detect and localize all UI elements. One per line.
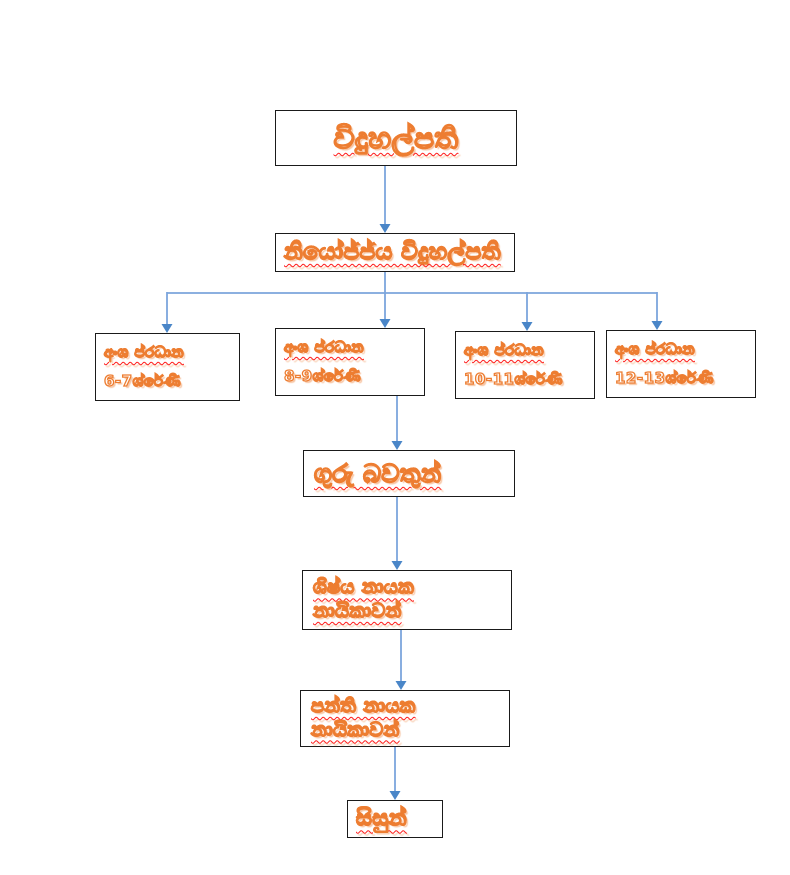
section-head-grades: 6-7ශ්රේණි [103,371,181,391]
section-head-box-grades-10-11[interactable]: අංශ ප්රධාන 10-11ශ්රේණි [455,331,595,399]
principal-label: විදුහල්පති [333,120,459,155]
connector-student-leaders-to-class-leaders[interactable] [395,630,407,690]
students-label: සිසුන් [355,806,408,832]
student-leaders-box[interactable]: ශිෂ්ය නායක නායිකාවන් [302,570,512,630]
deputy-principal-label: නියෝජ්ජ්ය විදුහල්පති [283,238,501,266]
teachers-label: ගුරු බවතුන් [313,458,442,488]
connector-teachers-to-student-leaders[interactable] [391,497,403,570]
section-head-title: අංශ ප්රධාන [103,342,184,362]
section-head-title: අංශ ප්රධාන [283,337,364,357]
deputy-principal-box[interactable]: නියෝජ්ජ්ය විදුහල්පති [275,233,515,272]
connector-class-leaders-to-students[interactable] [389,747,401,800]
connector-section-to-teachers[interactable] [391,396,403,450]
student-leaders-line2: නායිකාවන් [312,599,402,622]
section-head-title: අංශ ප්රධාන [614,339,695,359]
section-head-box-grades-12-13[interactable]: අංශ ප්රධාන 12-13ශ්රේණි [606,330,756,398]
class-leaders-box[interactable]: පන්ති නායක නායිකාවන් [300,690,510,747]
connector-deputy-to-branch[interactable] [379,272,391,328]
students-box[interactable]: සිසුන් [347,800,443,838]
section-head-grades: 10-11ශ්රේණි [463,369,563,389]
connector-branch-to-section-6-7[interactable] [161,292,173,333]
student-leaders-line1: ශිෂ්ය නායක [312,576,414,599]
connector-branch-to-section-12-13[interactable] [651,292,663,330]
teachers-box[interactable]: ගුරු බවතුන් [303,450,515,497]
section-head-grades: 8-9ශ්රේණි [283,366,361,386]
connector-branch-to-section-10-11[interactable] [521,292,533,331]
connector-principal-to-deputy[interactable] [379,166,391,233]
section-head-grades: 12-13ශ්රේණි [614,368,714,388]
section-head-box-grades-8-9[interactable]: අංශ ප්රධාන 8-9ශ්රේණි [275,328,425,396]
section-head-title: අංශ ප්රධාන [463,340,544,360]
section-head-box-grades-6-7[interactable]: අංශ ප්රධාන 6-7ශ්රේණි [95,333,240,401]
principal-box[interactable]: විදුහල්පති [275,110,517,166]
class-leaders-line1: පන්ති නායක [310,694,416,717]
class-leaders-line2: නායිකාවන් [310,718,400,741]
